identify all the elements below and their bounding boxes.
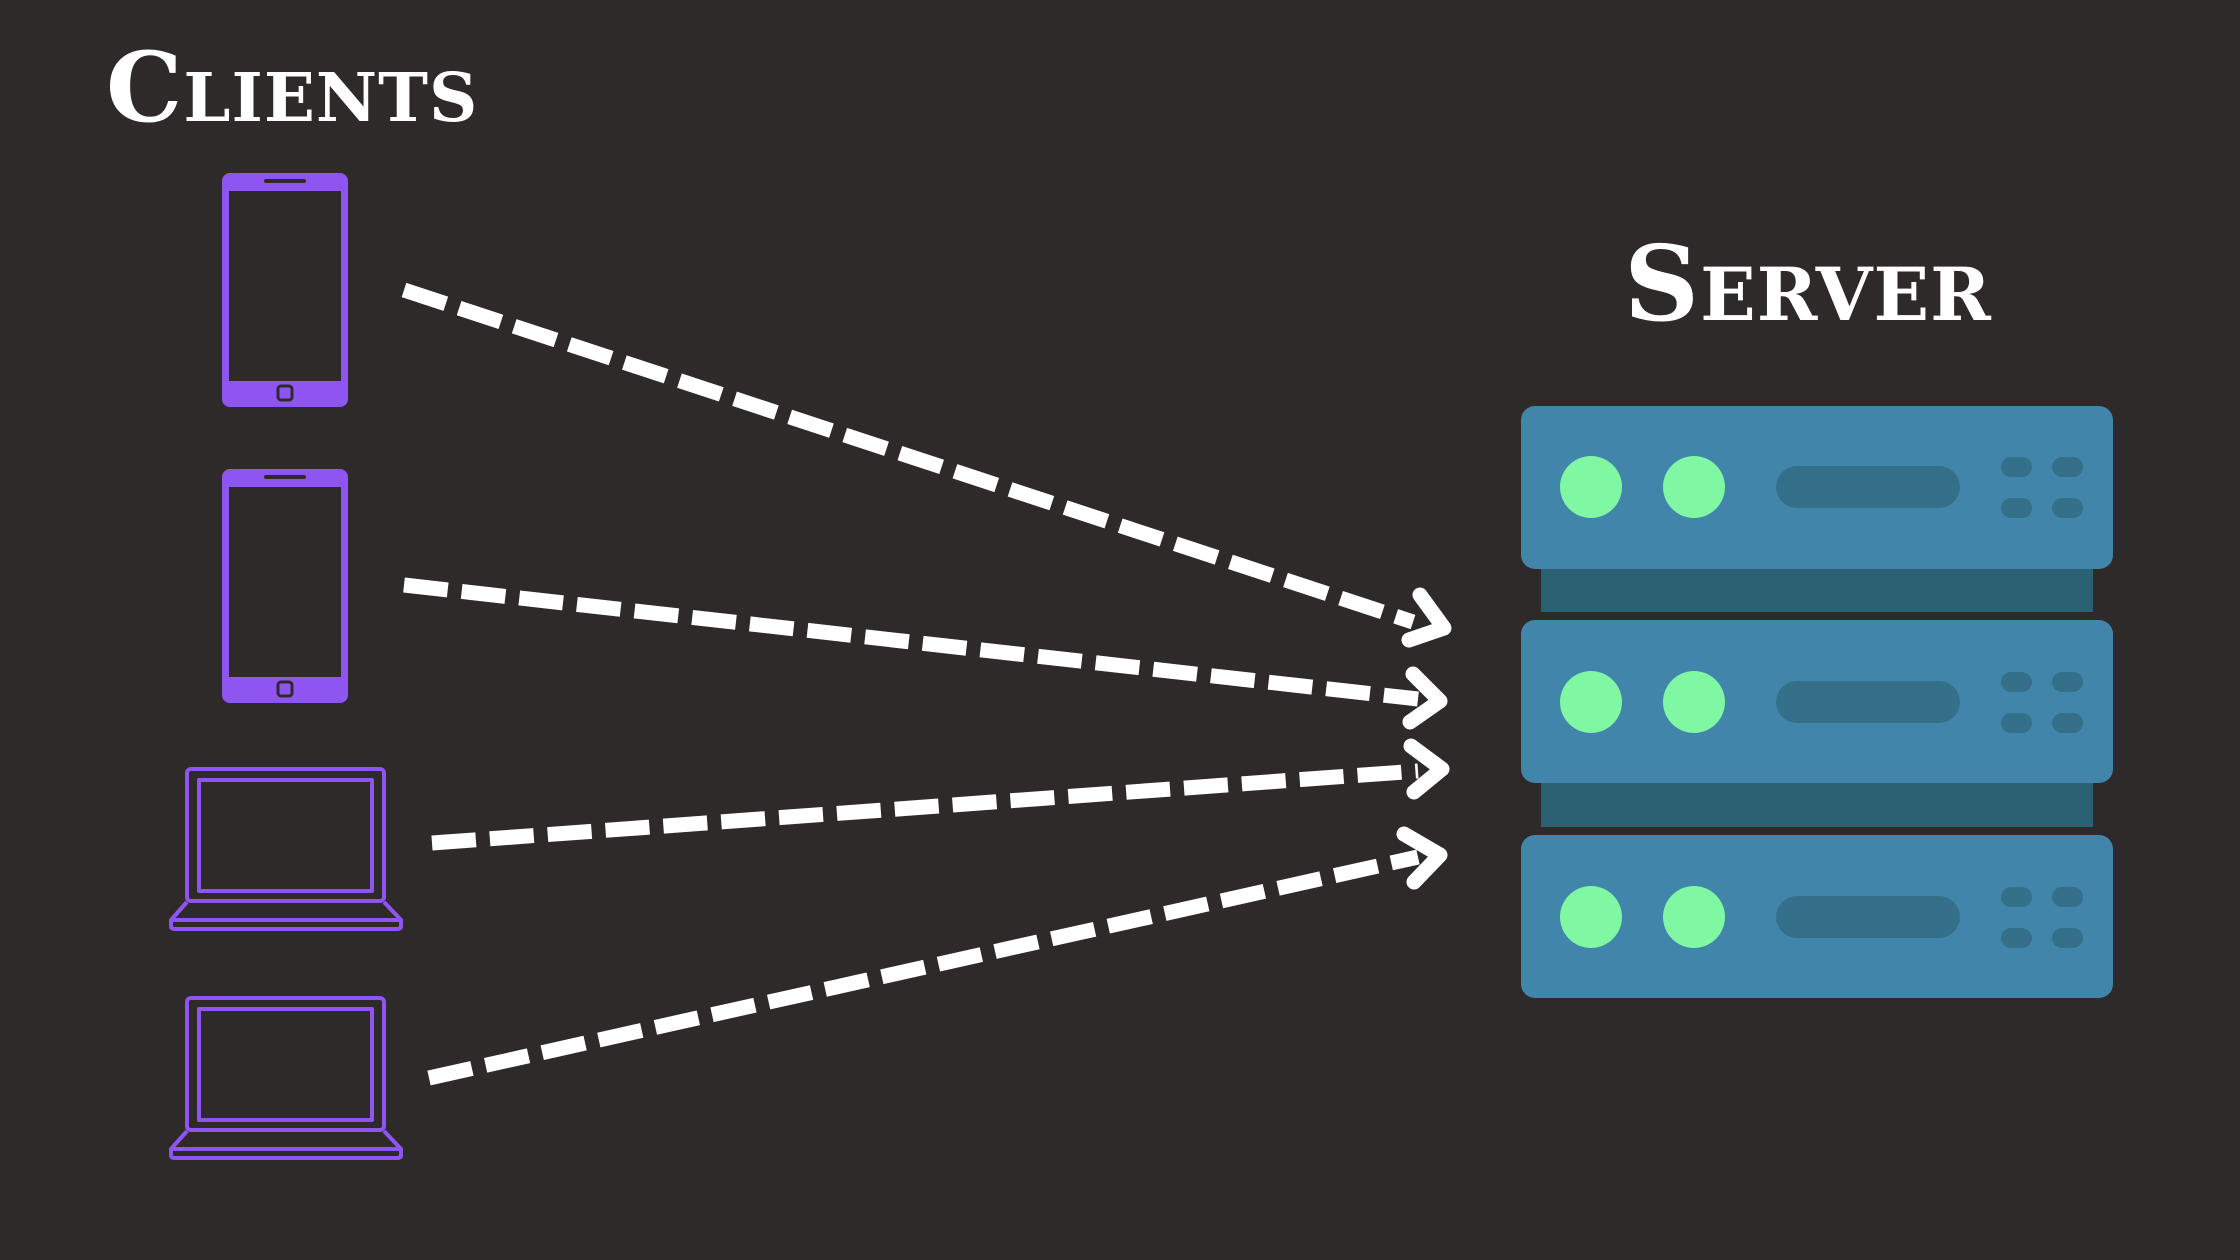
status-led xyxy=(1560,456,1622,518)
clients-title: Clients xyxy=(106,31,479,144)
drive-slot xyxy=(1776,896,1960,938)
status-led xyxy=(1560,671,1622,733)
smartphone-icon xyxy=(222,469,348,703)
server-unit xyxy=(1521,835,2113,998)
server-rack-icon xyxy=(1521,406,2113,998)
connection-arrow xyxy=(401,282,1452,648)
laptop-icon xyxy=(169,996,403,1160)
smartphone-icon xyxy=(222,173,348,407)
server-title: Server xyxy=(1624,222,1992,345)
laptop-icon xyxy=(169,767,403,931)
connection-arrow xyxy=(431,738,1450,851)
status-led xyxy=(1663,671,1725,733)
connection-arrow xyxy=(427,826,1448,1086)
drive-slot xyxy=(1776,466,1960,508)
status-led xyxy=(1663,886,1725,948)
status-led xyxy=(1663,456,1725,518)
connection-arrow xyxy=(403,577,1448,730)
drive-slot xyxy=(1776,681,1960,723)
server-unit xyxy=(1521,620,2113,783)
status-led xyxy=(1560,886,1622,948)
server-unit xyxy=(1521,406,2113,569)
